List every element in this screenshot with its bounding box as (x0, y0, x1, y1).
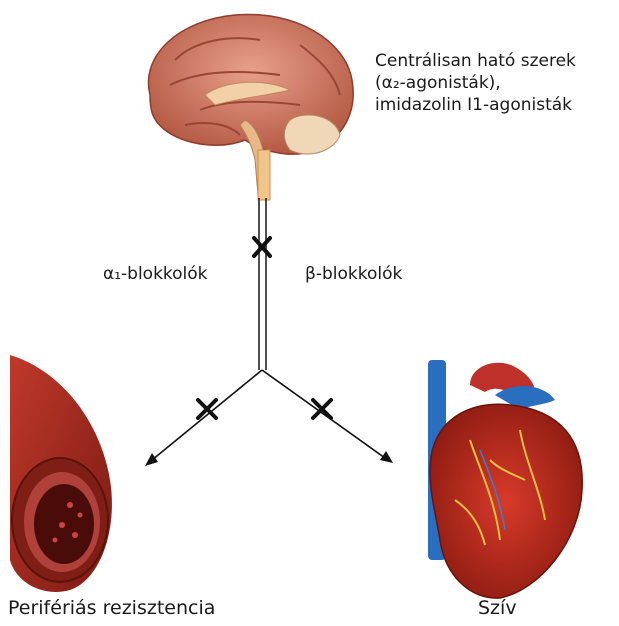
alpha-blockers-label: α₁-blokkolók (103, 263, 208, 285)
arrow-to-heart (262, 370, 385, 458)
heart-label: Szív (478, 597, 517, 619)
blood-vessel-illustration (10, 355, 112, 592)
brain-illustration (148, 14, 353, 200)
block-x-icon (254, 238, 270, 256)
central-label-line1: Centrálisan ható szerek (375, 50, 576, 72)
central-agents-label: Centrálisan ható szerek (α₂-agonisták), … (375, 50, 576, 116)
arrow-to-vessel (152, 370, 262, 460)
arrowhead-left (145, 453, 158, 466)
peripheral-resistance-label: Perifériás rezisztencia (8, 597, 215, 619)
arrowhead-right (380, 451, 393, 463)
heart-illustration (428, 360, 582, 598)
beta-blockers-label: β-blokkolók (305, 263, 402, 285)
central-label-line2: (α₂-agonisták), (375, 72, 576, 94)
central-label-line3: imidazolin I1-agonisták (375, 94, 576, 116)
